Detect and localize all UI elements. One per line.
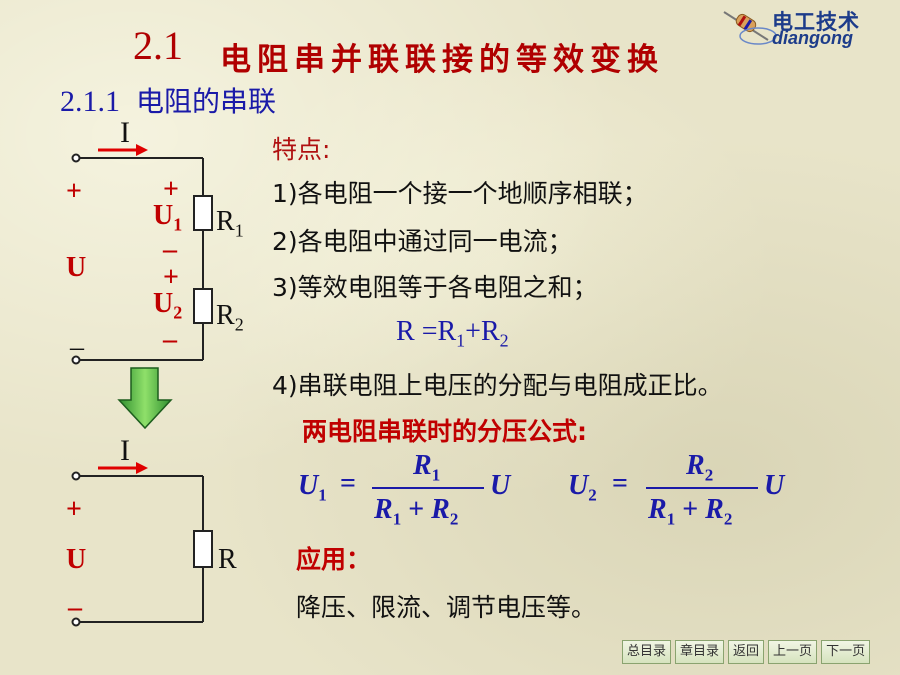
eq-r: R	[396, 316, 415, 347]
section-number: 2.1.1	[60, 85, 120, 118]
circuit1-wires	[71, 153, 204, 365]
f2-num-text: R	[686, 450, 705, 481]
plus-u1: +	[163, 174, 179, 205]
f1-rhs: U	[490, 470, 511, 501]
logo-title: 电工技术	[772, 10, 860, 34]
f1-den-plus: +	[408, 494, 425, 525]
f2-den-b-sub: 2	[723, 509, 733, 529]
f1-denominator: R1 + R2	[374, 494, 458, 530]
divider-heading: 两电阻串联时的分压公式:	[302, 417, 587, 446]
application-text: 降压、限流、调节电压等。	[296, 593, 597, 622]
back-button[interactable]: 返回	[728, 640, 765, 664]
logo-subtitle: diangong	[772, 28, 853, 48]
f2-den-plus: +	[682, 494, 699, 525]
f2-fraction-bar	[646, 487, 758, 489]
f2-num-sub: 2	[704, 465, 714, 485]
toc-button[interactable]: 总目录	[622, 640, 672, 664]
f2-lhs-text: U	[568, 470, 589, 501]
f2-lhs-sub: 2	[588, 485, 597, 505]
f2-den-a-sub: 1	[666, 509, 676, 529]
minus-left-1: –	[70, 332, 84, 363]
resistor-r2	[193, 288, 213, 324]
feature-item-1: 1)各电阻一个接一个地顺序相联；	[272, 179, 648, 208]
resistor-r1	[193, 195, 213, 231]
section-title: 电阻的串联	[136, 85, 277, 118]
resistor-r1-text: R	[216, 206, 235, 237]
f1-equals: =	[340, 468, 356, 499]
eq-plus: +R	[465, 316, 500, 347]
minus-u2: –	[163, 324, 177, 355]
slide-title: 电阻串并联联接的等效变换	[220, 42, 664, 78]
f1-num-sub: 1	[431, 465, 441, 485]
divider-formula-1: U1 = R1 R1 + R2 U	[298, 450, 538, 536]
circuit-diagram	[71, 144, 213, 627]
f2-denominator: R1 + R2	[648, 494, 732, 530]
logo	[718, 4, 890, 52]
f1-fraction-bar	[372, 487, 484, 489]
eq-sub2: 2	[499, 330, 509, 351]
transform-arrow-icon	[117, 367, 173, 430]
feature-item-3: 3)等效电阻等于各电阻之和；	[272, 273, 598, 302]
resistor-r1-label: R1	[216, 206, 244, 242]
f2-numerator: R2	[686, 450, 713, 486]
f1-den-a: R	[374, 494, 393, 525]
f1-den-b: R	[431, 494, 450, 525]
equivalent-resistance-equation: R =R1+R2	[396, 316, 509, 352]
voltage-u2-sub: 2	[173, 302, 183, 323]
f1-lhs-sub: 1	[318, 485, 327, 505]
feature-item-2: 2)各电阻中通过同一电流；	[272, 227, 573, 256]
prev-page-button[interactable]: 上一页	[768, 640, 818, 664]
feature-item-4: 4)串联电阻上电压的分配与电阻成正比。	[272, 371, 723, 400]
current-label-2: I	[120, 434, 130, 467]
f1-den-b-sub: 2	[449, 509, 459, 529]
f1-num-text: R	[413, 450, 432, 481]
eq-sub1: 1	[456, 330, 466, 351]
f2-rhs: U	[764, 470, 785, 501]
voltage-label-2: U	[66, 544, 87, 575]
section-heading: 2.1.1 电阻的串联	[60, 80, 276, 120]
f1-numerator: R1	[413, 450, 440, 486]
voltage-u2: U2	[153, 288, 182, 324]
voltage-u1: U1	[153, 200, 182, 236]
minus-u1: –	[163, 234, 177, 265]
resistor-r1-sub: 1	[234, 220, 244, 241]
title-number: 2.1	[133, 23, 183, 68]
plus-u2: +	[163, 262, 179, 293]
current-label-1: I	[120, 116, 130, 149]
f1-lhs: U1	[298, 470, 327, 506]
voltage-label-1: U	[66, 252, 87, 283]
eq-equals: =R	[421, 316, 457, 347]
plus-left-2: +	[66, 494, 82, 525]
next-page-button[interactable]: 下一页	[821, 640, 871, 664]
plus-left-1: +	[66, 176, 82, 207]
resistor-r2-label: R2	[216, 300, 244, 336]
f2-den-b: R	[705, 494, 724, 525]
minus-left-2: –	[68, 592, 82, 623]
resistor-logo-icon	[723, 11, 777, 45]
f2-equals: =	[612, 468, 628, 499]
divider-formula-2: U2 = R2 R1 + R2 U	[568, 450, 808, 536]
voltage-u1-text: U	[153, 200, 174, 231]
resistor-r2-sub: 2	[234, 314, 244, 335]
circuit2-wires	[71, 471, 204, 627]
f2-lhs: U2	[568, 470, 597, 506]
voltage-u2-text: U	[153, 288, 174, 319]
f2-den-a: R	[648, 494, 667, 525]
application-heading: 应用：	[296, 545, 372, 574]
resistor-r2-text: R	[216, 300, 235, 331]
current-arrow-2	[98, 462, 148, 474]
voltage-u1-sub: 1	[173, 214, 183, 235]
current-arrow-1	[98, 144, 148, 156]
features-heading: 特点:	[272, 135, 331, 164]
f1-den-a-sub: 1	[392, 509, 402, 529]
f1-lhs-text: U	[298, 470, 319, 501]
navigation-bar: 总目录 章目录 返回 上一页 下一页	[622, 640, 871, 664]
resistor-r	[193, 530, 213, 568]
resistor-r-label: R	[218, 544, 237, 575]
chapter-toc-button[interactable]: 章目录	[675, 640, 725, 664]
